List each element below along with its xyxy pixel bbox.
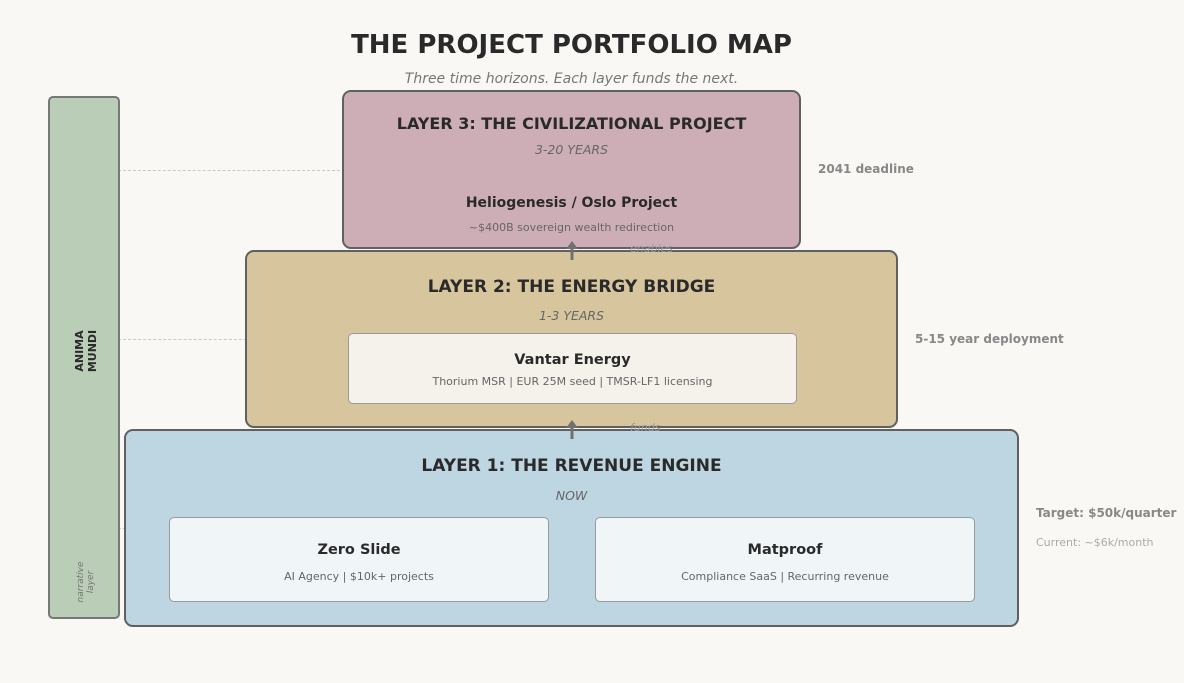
project-name: Zero Slide [317,542,401,558]
layer-2-box: LAYER 2: THE ENERGY BRIDGE 1-3 YEARS Van… [245,250,898,428]
layer-1-horizon: NOW [555,488,588,503]
layer-3-horizon: 3-20 YEARS [534,142,609,157]
project-card-matproof[interactable]: Matproof Compliance SaaS | Recurring rev… [595,517,975,602]
layer-1-note-sub: Current: ~$6k/month [1036,536,1154,549]
anima-mundi-sidebar: ANIMA MUNDI narrative layer [48,96,120,619]
layer-2-horizon: 1-3 YEARS [538,308,605,323]
layer-2-note: 5-15 year deployment [915,332,1064,346]
layer-1-note: Target: $50k/quarter [1036,506,1177,520]
layer-3-box: LAYER 3: THE CIVILIZATIONAL PROJECT 3-20… [342,90,801,249]
project-name: Heliogenesis / Oslo Project [465,195,678,211]
project-detail: AI Agency | $10k+ projects [284,570,434,583]
project-detail: Thorium MSR | EUR 25M seed | TMSR-LF1 li… [432,375,713,388]
project-name: Matproof [747,542,823,558]
sidebar-title: ANIMA MUNDI [73,301,99,401]
layer-1-box: LAYER 1: THE REVENUE ENGINE NOW Zero Sli… [124,429,1019,627]
layer-2-title: LAYER 2: THE ENERGY BRIDGE [427,277,716,297]
project-card-vantar[interactable]: Vantar Energy Thorium MSR | EUR 25M seed… [348,333,797,404]
project-card-zero-slide[interactable]: Zero Slide AI Agency | $10k+ projects [169,517,549,602]
page-title: THE PROJECT PORTFOLIO MAP [351,30,792,60]
project-detail: ~$400B sovereign wealth redirection [468,221,675,234]
project-name: Vantar Energy [514,352,631,368]
connector-label-funds: funds [630,421,661,434]
sidebar-footer-line: layer [86,570,96,594]
sidebar-title-line: MUNDI [86,329,99,373]
layer-3-note: 2041 deadline [818,162,914,176]
dashed-connector [118,170,350,171]
connector-label-enables: enables [630,242,674,255]
page-subtitle: Three time horizons. Each layer funds th… [404,71,739,87]
sidebar-footer-line: narrative [76,561,86,603]
layer-3-title: LAYER 3: THE CIVILIZATIONAL PROJECT [396,114,747,133]
arrow-up-icon [566,420,578,439]
arrow-up-icon [566,241,578,260]
dashed-connector [118,339,257,340]
sidebar-title-line: ANIMA [73,330,86,372]
sidebar-footer: narrative layer [76,532,96,632]
project-detail: Compliance SaaS | Recurring revenue [681,570,889,583]
layer-1-title: LAYER 1: THE REVENUE ENGINE [421,456,722,476]
